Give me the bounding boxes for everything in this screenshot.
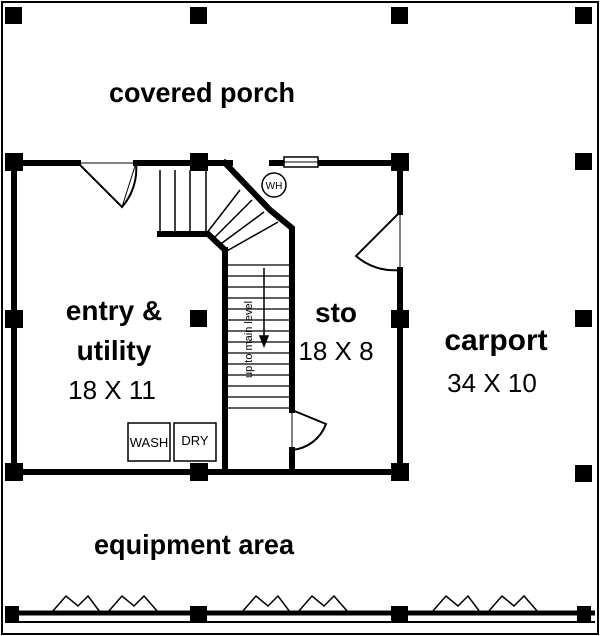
column (575, 465, 592, 482)
storage-door-lower (291, 409, 328, 451)
bottom-fence-posts (5, 606, 591, 622)
stair-label: up to main level (243, 301, 255, 378)
washer-label: WASH (130, 435, 169, 450)
equipment-area-label: equipment area (94, 529, 294, 560)
bottom-fence (5, 594, 595, 623)
water-heater: WH (261, 172, 287, 198)
washer: WASH (127, 422, 171, 462)
carport-label: carport (444, 324, 547, 357)
wall-posts (5, 153, 409, 481)
column (575, 153, 592, 170)
dryer-label: DRY (181, 433, 209, 448)
storage-door (354, 211, 401, 272)
storage-dimensions: 18 X 8 (298, 336, 373, 366)
dryer: DRY (173, 422, 217, 462)
column (575, 310, 592, 327)
carport-dimensions: 34 X 10 (447, 368, 537, 398)
entry-utility-label-line2: utility (77, 335, 152, 366)
entry-utility-label-line1: entry & (66, 295, 162, 326)
covered-porch-label: covered porch (109, 77, 295, 108)
column (5, 7, 22, 24)
stair-arrow (258, 268, 270, 349)
entry-utility-dimensions: 18 X 11 (68, 375, 156, 405)
storage-label: sto (315, 297, 357, 328)
stair-upper (159, 170, 279, 253)
column (190, 7, 207, 24)
column (391, 7, 408, 24)
water-heater-label: WH (266, 181, 283, 192)
column (575, 7, 592, 24)
stair-treads (228, 264, 289, 409)
column (190, 310, 207, 327)
walls (11, 158, 403, 475)
columns (5, 7, 592, 482)
front-door (77, 162, 138, 209)
window (283, 156, 319, 168)
